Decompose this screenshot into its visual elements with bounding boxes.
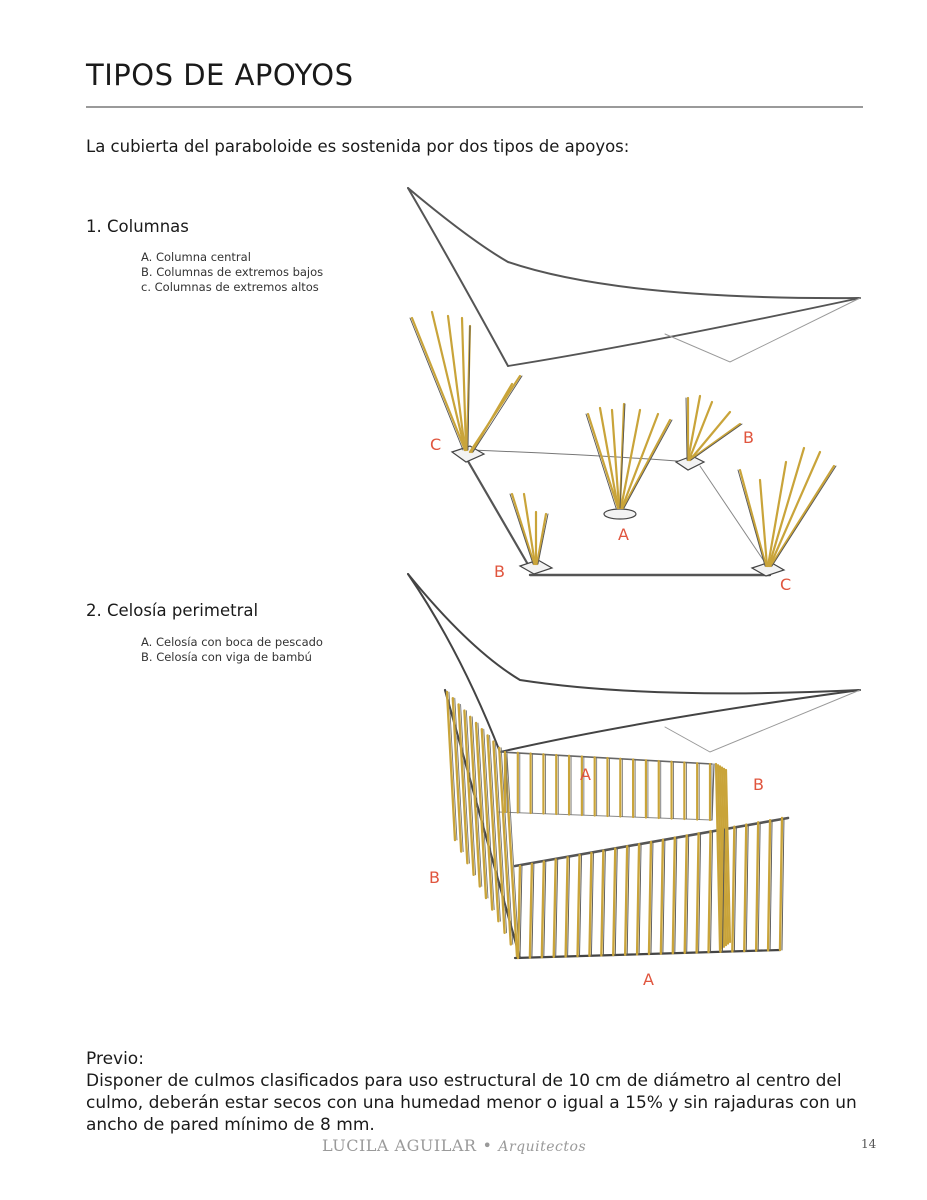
list-item: B. Columnas de extremos bajos <box>141 265 324 279</box>
previo-text: Disponer de culmos clasificados para uso… <box>86 1071 857 1135</box>
previo-heading: Previo: <box>86 1049 144 1069</box>
label-b: B <box>743 428 754 447</box>
label-c: C <box>430 435 441 454</box>
label-c: C <box>780 575 791 594</box>
title-divider <box>86 106 863 108</box>
section-columnas-list: A. Columna central B. Columnas de extrem… <box>141 250 323 295</box>
page-title: TIPOS DE APOYOS <box>86 58 354 92</box>
brand-separator: • <box>482 1136 493 1155</box>
brand-name: LUCILA AGUILAR <box>322 1136 477 1155</box>
previo-block: Previo: Disponer de culmos clasificados … <box>86 1048 886 1136</box>
section-columnas-heading: 1. Columnas <box>86 217 189 236</box>
label-b: B <box>494 562 505 581</box>
brand-subtitle: Arquitectos <box>498 1139 587 1155</box>
footer-brand: LUCILA AGUILAR • Arquitectos <box>322 1136 586 1155</box>
section-celosia-heading: 2. Celosía perimetral <box>86 601 259 620</box>
list-item: B. Celosía con viga de bambú <box>141 650 312 664</box>
list-item: A. Columna central <box>141 250 251 264</box>
list-item: c. Columnas de extremos altos <box>141 280 319 294</box>
page-number: 14 <box>861 1137 877 1151</box>
list-item: A. Celosía con boca de pescado <box>141 635 323 649</box>
section-celosia-list: A. Celosía con boca de pescado B. Celosí… <box>141 635 323 665</box>
label-a: A <box>618 525 629 544</box>
intro-text: La cubierta del paraboloide es sostenida… <box>86 137 630 156</box>
